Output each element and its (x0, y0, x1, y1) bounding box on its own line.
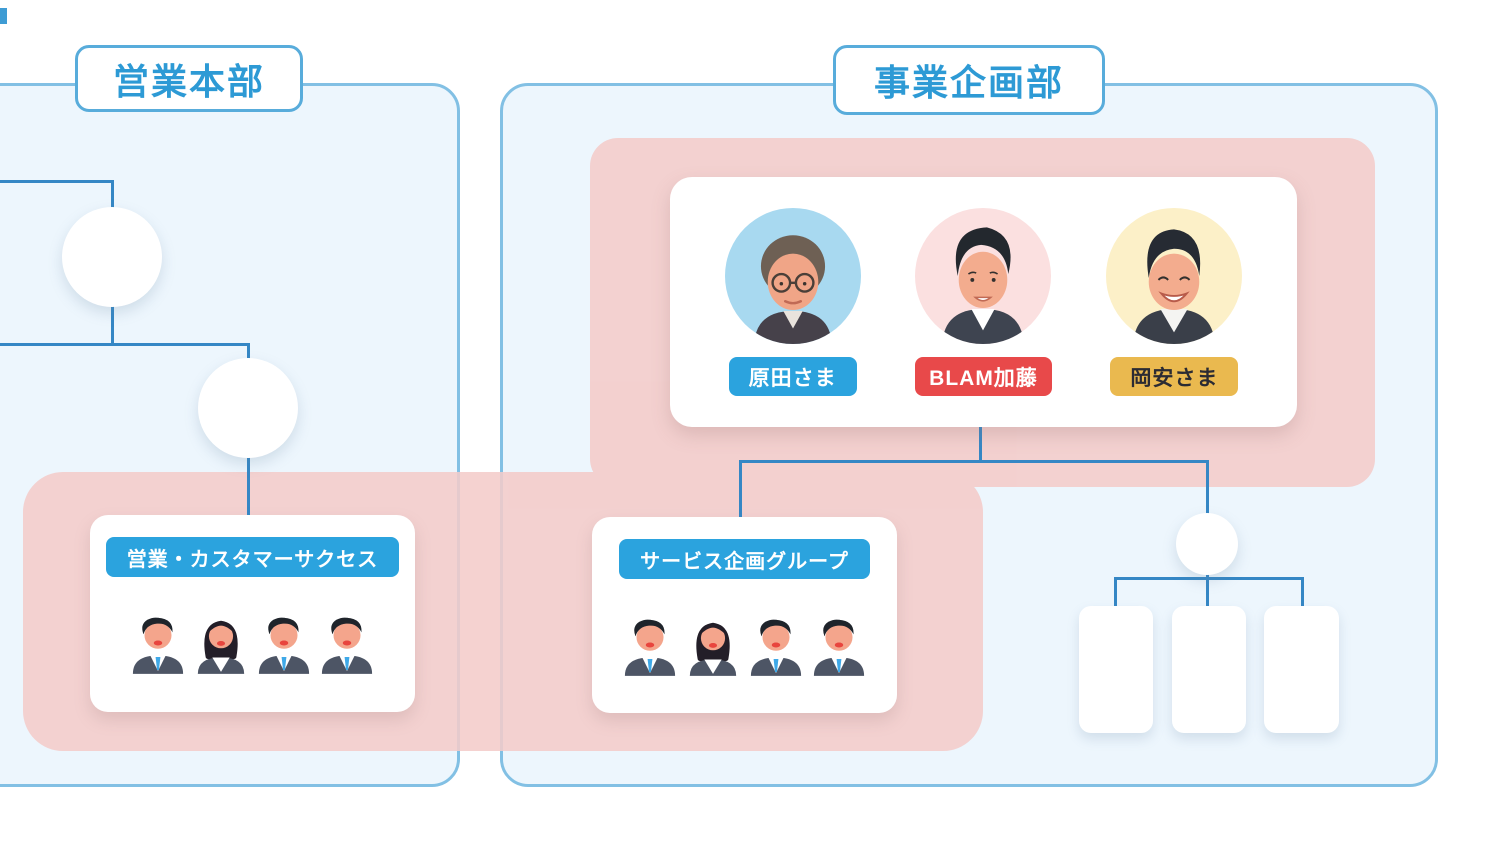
member-blam-kato: BLAM加藤 (915, 208, 1052, 396)
group-label-service-planning: サービス企画グループ (619, 539, 870, 579)
man-icon (321, 617, 373, 674)
portrait-illustration (753, 235, 832, 344)
connector-service-drop (739, 462, 742, 519)
sales-cs-group-card: 営業・カスタマーサクセス (90, 515, 415, 712)
avatar-photo-harada (724, 208, 861, 344)
man-icon (813, 619, 865, 676)
name-label-blam-kato: BLAM加藤 (915, 357, 1052, 396)
group-members-row (622, 611, 867, 677)
placeholder-node-circle-1 (62, 207, 162, 307)
placeholder-node-rect-3 (1264, 606, 1339, 733)
connector-planning-horizontal (739, 460, 1209, 463)
connector-left-mid-horizontal (0, 343, 250, 346)
placeholder-node-rect-2 (1172, 606, 1246, 733)
avatar-photo-okayasu (1106, 208, 1243, 344)
portrait-illustration (1133, 229, 1216, 344)
woman-icon (689, 622, 737, 676)
service-planning-group-card: サービス企画グループ (592, 517, 897, 713)
avatar-photo-blam-kato (915, 208, 1052, 344)
sales-department-title: 営業本部 (75, 45, 303, 112)
member-harada: 原田さま (724, 208, 861, 396)
man-icon (132, 617, 184, 674)
member-okayasu: 岡安さま (1106, 208, 1243, 396)
group-label-sales-cs: 営業・カスタマーサクセス (105, 537, 400, 577)
placeholder-node-rect-1 (1079, 606, 1153, 733)
placeholder-node-circle-2 (198, 358, 298, 458)
name-label-harada: 原田さま (728, 357, 857, 396)
clipped-edge-fragment (0, 8, 7, 24)
placeholder-node-circle-3 (1176, 513, 1238, 575)
group-members-row (130, 609, 375, 675)
planning-department-title: 事業企画部 (833, 45, 1105, 115)
name-label-okayasu: 岡安さま (1110, 357, 1239, 396)
man-icon (624, 619, 676, 676)
man-icon (750, 619, 802, 676)
planning-leads-card: 原田さま BLAM加藤 (670, 177, 1297, 427)
connector-peoplecard-drop (979, 427, 982, 463)
connector-left-top-horizontal (0, 180, 114, 183)
portrait-illustration (942, 227, 1025, 344)
man-icon (258, 617, 310, 674)
connector-subtree-horizontal (1114, 577, 1304, 580)
connector-subrect-drop-3 (1301, 579, 1304, 609)
connector-subrect-drop-1 (1114, 579, 1117, 609)
woman-icon (197, 620, 245, 674)
